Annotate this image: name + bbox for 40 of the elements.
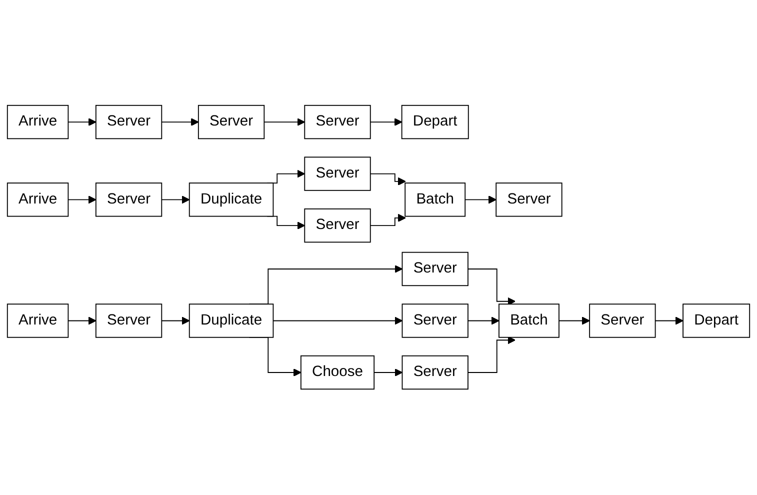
node-box: Arrive — [6, 182, 69, 217]
node-box: Server — [402, 304, 468, 338]
node-box: Server — [304, 105, 371, 140]
arrow — [161, 316, 190, 326]
node-box: Server — [95, 182, 162, 217]
node-box: Duplicate — [188, 182, 274, 217]
node-box: Server — [304, 208, 371, 243]
arrow — [264, 118, 306, 126]
arrow — [68, 196, 96, 204]
node-box: Batch — [498, 304, 560, 338]
arrow — [468, 268, 516, 306]
node-box: Server — [402, 252, 468, 286]
node-box: Depart — [401, 105, 469, 140]
arrow — [654, 316, 684, 326]
node-box: Arrive — [6, 304, 69, 338]
arrow — [558, 316, 590, 326]
node-box: Server — [589, 304, 656, 338]
node-box: Duplicate — [188, 304, 274, 338]
node-box: Server — [304, 156, 371, 192]
node-box: Depart — [682, 304, 750, 338]
arrow — [464, 196, 496, 204]
arrow — [468, 336, 516, 374]
arrow — [370, 118, 402, 126]
node-box: Arrive — [6, 105, 69, 140]
node-box: Choose — [300, 356, 375, 390]
arrow — [370, 214, 406, 226]
arrow — [374, 368, 403, 377]
arrow — [370, 174, 406, 186]
arrow — [161, 196, 190, 204]
arrow — [468, 316, 500, 326]
node-box: Server — [402, 356, 468, 390]
arrow — [272, 316, 403, 326]
node-box: Server — [95, 105, 162, 140]
arrow — [68, 118, 96, 126]
node-box: Batch — [404, 182, 466, 217]
node-box: Server — [496, 182, 562, 217]
node-box: Server — [95, 304, 162, 338]
arrow — [68, 316, 96, 326]
arrow — [161, 118, 199, 126]
node-box: Server — [198, 105, 265, 140]
